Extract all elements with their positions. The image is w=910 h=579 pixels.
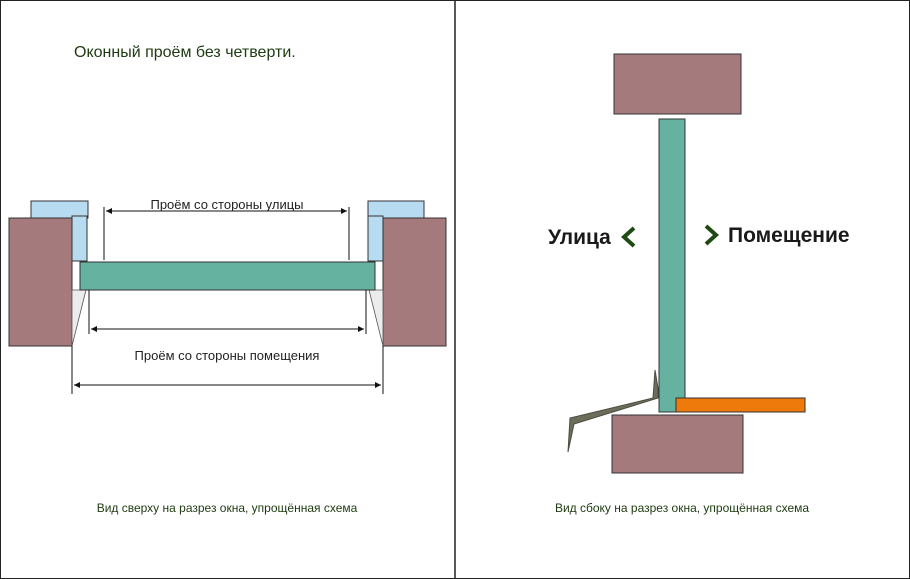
vertical-frame [658, 118, 686, 413]
label-street: Улица [548, 226, 611, 249]
wall-left [8, 217, 73, 347]
slope-top-left [30, 200, 89, 219]
wall-right [382, 217, 447, 347]
left-panel: Оконный проём без четверти. Проём со сто… [8, 44, 447, 515]
bottom-brick [611, 414, 744, 474]
windowsill [675, 397, 806, 413]
lintel-brick [613, 53, 742, 115]
slope-side-right [367, 215, 384, 262]
label-room-opening: Проём со стороны помещения [135, 348, 320, 363]
chevron-right-icon [704, 224, 719, 246]
drip-sill [567, 369, 659, 453]
slope-side-left [71, 215, 88, 262]
window-frame [79, 261, 376, 291]
right-panel: Улица Помещение Вид сбоку на разрез окна… [548, 53, 850, 515]
right-caption: Вид сбоку на разрез окна, упрощённая схе… [555, 501, 809, 515]
slope-top-right [367, 200, 425, 219]
inner-wedge-left [71, 289, 87, 347]
inner-wedge-right [368, 289, 384, 347]
chevron-left-icon [621, 226, 636, 248]
left-title: Оконный проём без четверти. [74, 44, 296, 61]
left-caption: Вид сверху на разрез окна, упрощённая сх… [97, 501, 358, 515]
label-room: Помещение [728, 224, 850, 247]
label-street-opening: Проём со стороны улицы [150, 197, 303, 212]
